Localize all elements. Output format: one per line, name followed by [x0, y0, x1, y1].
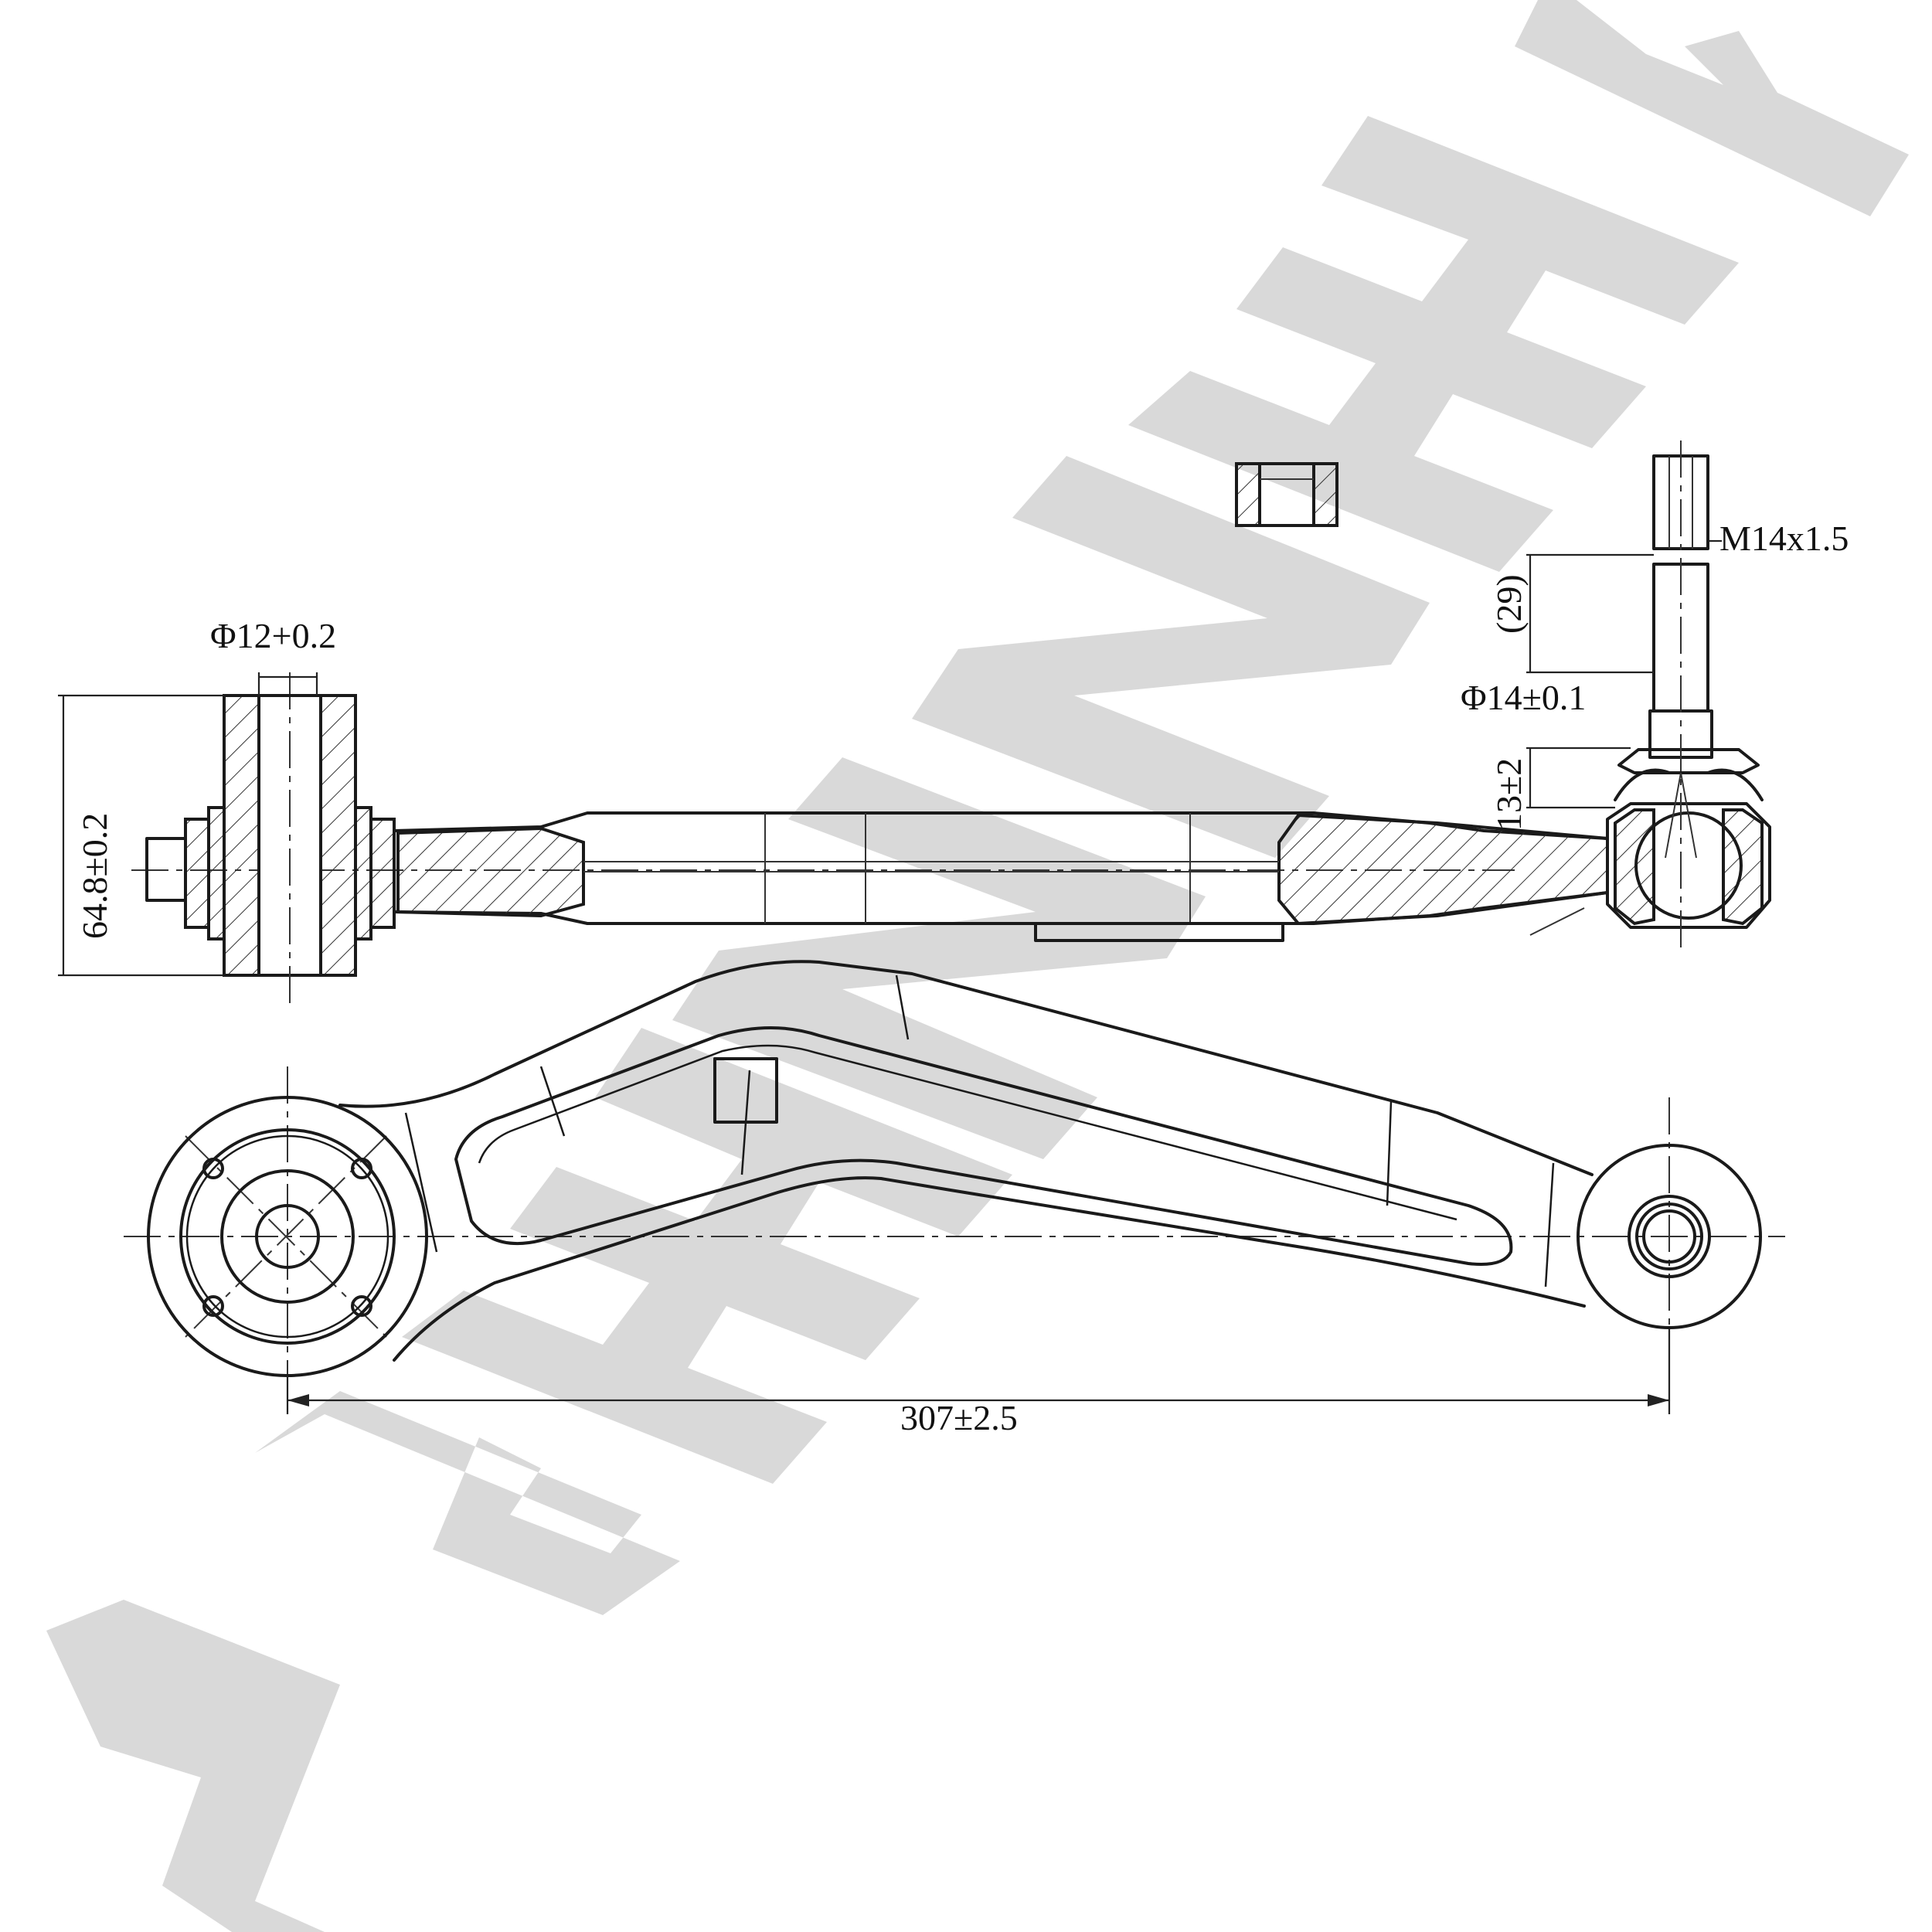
dimension-annotations: Φ12+0.2 64.8±0.2 M14x1.5 (29) Φ14±0.1 13…	[58, 519, 1849, 1437]
housing-wall-left	[1614, 808, 1655, 926]
boot-collar	[1617, 748, 1760, 774]
dim-bush-bore: Φ12+0.2	[210, 616, 336, 655]
dim-arrow-left	[287, 1394, 309, 1406]
dim-stud-length: (29)	[1489, 574, 1529, 634]
dust-boot	[1614, 768, 1764, 801]
nut-wall-right	[1312, 462, 1338, 527]
dim-center-distance: 307±2.5	[900, 1398, 1018, 1437]
plan-rib-4	[1386, 1100, 1393, 1206]
plan-rib-2	[539, 1066, 566, 1137]
bushing-rubber	[220, 1169, 355, 1304]
dim-stud-diameter: Φ14±0.1	[1461, 678, 1586, 717]
ball-cone-1	[1665, 772, 1682, 859]
ball-housing	[1606, 802, 1771, 929]
ball-cone-2	[1680, 772, 1697, 859]
dim-bush-width: 64.8±0.2	[75, 813, 114, 939]
bushing-inner-bore	[255, 1204, 320, 1269]
arm-section-left	[396, 826, 585, 918]
nut-wall-left	[1235, 462, 1261, 527]
bushing-eye-rim	[179, 1128, 396, 1345]
sleeve-left	[207, 806, 226, 940]
bushing-pin-1	[202, 1158, 224, 1179]
ball-eye-rim	[1628, 1195, 1711, 1278]
washer-left	[184, 818, 210, 929]
watermark-letter-e	[402, 1028, 1012, 1484]
ball-eye-ring	[1635, 1202, 1703, 1270]
bushing-pin-3	[202, 1295, 224, 1317]
watermark-letter-n1	[672, 757, 1206, 1159]
plan-rib-5	[1544, 1162, 1555, 1287]
watermark-zennek	[46, 0, 1909, 1932]
bushing-eye-rim-2	[185, 1134, 389, 1338]
watermark-letter-n2	[912, 456, 1430, 858]
dim-arrow-right	[1648, 1394, 1669, 1406]
arm-section-right	[1277, 813, 1609, 926]
arm-outline-bottom	[393, 1176, 1586, 1362]
dim-thread: M14x1.5	[1719, 519, 1849, 558]
sleeve-right	[354, 806, 372, 940]
part-tag-box	[713, 1057, 778, 1124]
housing-wall-right	[1722, 808, 1764, 926]
watermark-letter-z	[46, 1600, 340, 1932]
arm-outline-top	[338, 960, 1594, 1176]
watermark-letter-e2	[1128, 116, 1739, 572]
watermark-letter-k	[1515, 0, 1909, 216]
lock-nut	[1235, 462, 1338, 527]
ball-eye-bore	[1642, 1209, 1696, 1264]
arm-inner-pocket	[454, 1026, 1513, 1266]
side-view	[131, 440, 1771, 1005]
dim-ball-height: 13±2	[1489, 758, 1529, 831]
ball-eye-outer	[1577, 1144, 1762, 1329]
pocket-inner-line	[478, 1044, 1458, 1221]
watermark-letter-z-2	[255, 1391, 680, 1615]
under-pad	[1034, 922, 1284, 942]
washer-right	[369, 818, 396, 929]
plan-rib-3	[895, 975, 910, 1040]
plan-view	[124, 960, 1785, 1414]
bushing-pin-2	[351, 1158, 372, 1179]
bushing-pin-4	[351, 1295, 372, 1317]
plan-rib-1	[404, 1112, 438, 1253]
leader-line	[1529, 907, 1585, 936]
